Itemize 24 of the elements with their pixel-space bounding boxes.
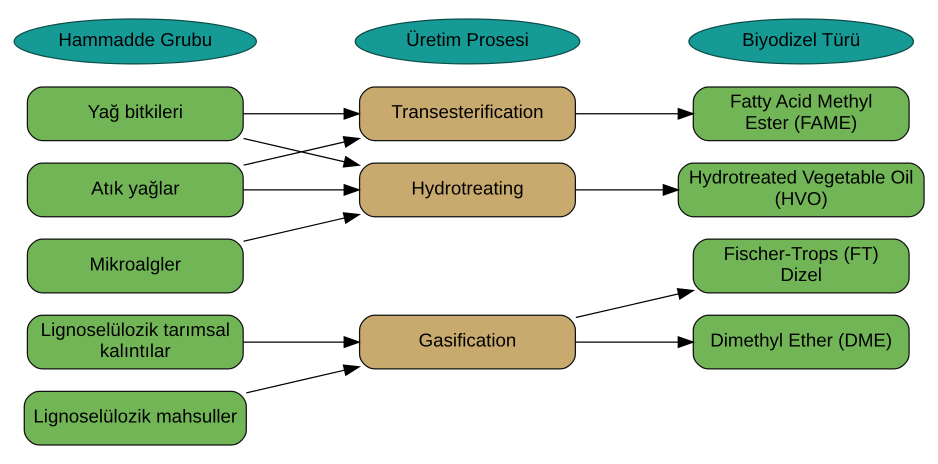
node-box: Lignoselülozik mahsuller xyxy=(24,390,247,446)
arrow xyxy=(244,184,362,196)
arrow xyxy=(246,364,361,394)
node-box: Gasification xyxy=(358,314,576,370)
arrow xyxy=(576,288,696,318)
node-box: Lignoselülozik tarımsal kalıntılar xyxy=(26,314,244,370)
arrow xyxy=(244,108,362,120)
node-box: Atık yağlar xyxy=(26,162,244,218)
node-box: Dimethyl Ether (DME) xyxy=(692,314,910,370)
node-box: Mikroalgler xyxy=(26,238,244,294)
node-box: Hydrotreating xyxy=(358,162,576,218)
arrow xyxy=(576,336,696,348)
arrow xyxy=(244,336,362,348)
arrow xyxy=(576,108,696,120)
node-box: Yağ bitkileri xyxy=(26,86,244,142)
node-box: Hydrotreated Vegetable Oil (HVO) xyxy=(678,162,925,218)
node-box: Fischer-Trops (FT) Dizel xyxy=(692,238,910,294)
node-box: Transesterification xyxy=(358,86,576,142)
node-ellipse: Hammadde Grubu xyxy=(14,18,257,65)
node-box: Fatty Acid Methyl Ester (FAME) xyxy=(692,86,910,142)
arrow xyxy=(576,184,680,196)
arrow xyxy=(243,212,361,242)
node-ellipse: Üretim Prosesi xyxy=(354,18,580,65)
node-ellipse: Biyodizel Türü xyxy=(688,18,914,65)
